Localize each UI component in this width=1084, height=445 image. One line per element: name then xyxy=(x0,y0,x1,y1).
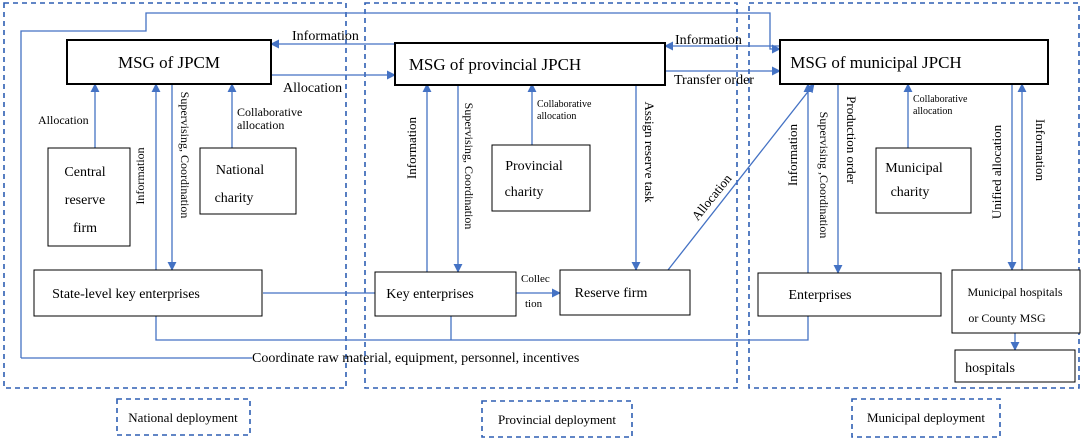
msg-provincial-label: MSG of provincial JPCH xyxy=(409,55,581,74)
key-enterprises-label: Key enterprises xyxy=(386,287,473,302)
reserve-firm-label: Reserve firm xyxy=(575,286,648,301)
enterprises-node: Enterprises xyxy=(757,272,942,317)
hospitals-node: hospitals xyxy=(954,349,1076,383)
edge-label-information-top-right: Information xyxy=(675,33,742,48)
outer-loop-line xyxy=(20,12,781,358)
central-reserve-firm-node: Central reserve firm xyxy=(47,147,131,247)
msg-provincial-node: MSG of provincial JPCH xyxy=(394,42,666,86)
national-charity-node: National charity xyxy=(199,147,297,215)
national-charity-line2: charity xyxy=(215,191,254,206)
municipal-deployment-label-box: Municipal deployment xyxy=(851,398,1001,438)
edge-label-collab-municipal-2: allocation xyxy=(913,106,952,117)
edge-label-allocation-mid: Allocation xyxy=(283,81,342,96)
edge-label-transfer-order: Transfer order xyxy=(674,73,754,88)
central-reserve-firm-line3: firm xyxy=(73,221,97,236)
national-region-frame xyxy=(3,2,347,389)
edge-label-information-hospitals: Information xyxy=(1033,119,1048,182)
edge-label-information-top-left: Information xyxy=(292,29,359,44)
state-key-enterprises-label: State-level key enterprises xyxy=(52,287,200,302)
municipal-charity-line2: charity xyxy=(891,185,930,200)
msg-municipal-node: MSG of municipal JPCH xyxy=(779,39,1049,85)
msg-jpcm-node: MSG of JPCM xyxy=(66,39,272,85)
edge-label-collab-provincial-2: allocation xyxy=(537,111,576,122)
municipal-hospitals-line2: or County MSG xyxy=(968,311,1046,325)
edge-label-information-municipal: Information xyxy=(785,123,800,186)
edge-label-collab-municipal-1: Collaborative xyxy=(913,94,968,105)
msg-municipal-label: MSG of municipal JPCH xyxy=(790,53,961,72)
municipal-hospitals-line1: Municipal hospitals xyxy=(968,285,1063,299)
central-reserve-firm-line2: reserve xyxy=(65,193,105,208)
municipal-region-frame xyxy=(748,2,1080,389)
edge-label-assign-reserve-task: Assign reserve task xyxy=(642,101,657,203)
hospitals-label: hospitals xyxy=(965,361,1015,376)
edge-label-collection-2: tion xyxy=(525,298,543,310)
provincial-charity-line2: charity xyxy=(505,185,544,200)
edge-label-allocation-central: Allocation xyxy=(38,113,89,127)
edge-label-supervising-national: Supervising, Coordination xyxy=(178,92,192,219)
provincial-charity-node: Provincial charity xyxy=(491,144,591,212)
state-key-enterprises-node: State-level key enterprises xyxy=(33,269,263,317)
provincial-deployment-label-box: Provincial deployment xyxy=(481,400,633,438)
provincial-charity-line1: Provincial xyxy=(505,159,563,174)
edge-label-information-national: Information xyxy=(133,147,147,204)
edge-label-collab-national-2: allocation xyxy=(237,118,284,132)
municipal-charity-line1: Municipal xyxy=(885,161,943,176)
provincial-deployment-label: Provincial deployment xyxy=(498,412,616,427)
edge-label-collab-national-1: Collaborative xyxy=(237,105,302,119)
central-reserve-firm-line1: Central xyxy=(64,165,105,180)
line-coordinate-raw-bottom xyxy=(155,316,809,341)
edge-label-supervising-municipal: Supervising ,Coordination xyxy=(817,112,831,239)
edge-label-information-provincial: Information xyxy=(404,116,419,179)
municipal-deployment-label: Municipal deployment xyxy=(867,410,985,425)
edge-label-unified-allocation: Unified allocation xyxy=(989,124,1004,219)
enterprises-label: Enterprises xyxy=(789,288,852,303)
edge-label-collection-1: Collec xyxy=(521,273,550,285)
reserve-firm-node: Reserve firm xyxy=(559,269,691,316)
municipal-hospitals-node: Municipal hospitals or County MSG xyxy=(951,269,1081,334)
edge-label-coordinate-raw: Coordinate raw material, equipment, pers… xyxy=(252,351,579,366)
national-deployment-label: National deployment xyxy=(128,410,238,425)
national-deployment-label-box: National deployment xyxy=(116,398,251,436)
edge-label-supervising-provincial: Supervising, Coordination xyxy=(462,103,476,230)
arrow-allocation-diagonal xyxy=(667,83,815,271)
municipal-charity-node: Municipal charity xyxy=(875,147,972,214)
edge-label-production-order: Production order xyxy=(844,96,859,184)
national-charity-line1: National xyxy=(216,163,264,178)
edge-label-collab-provincial-1: Collaborative xyxy=(537,99,592,110)
msg-jpcm-label: MSG of JPCM xyxy=(118,53,220,72)
key-enterprises-node: Key enterprises xyxy=(374,271,517,317)
